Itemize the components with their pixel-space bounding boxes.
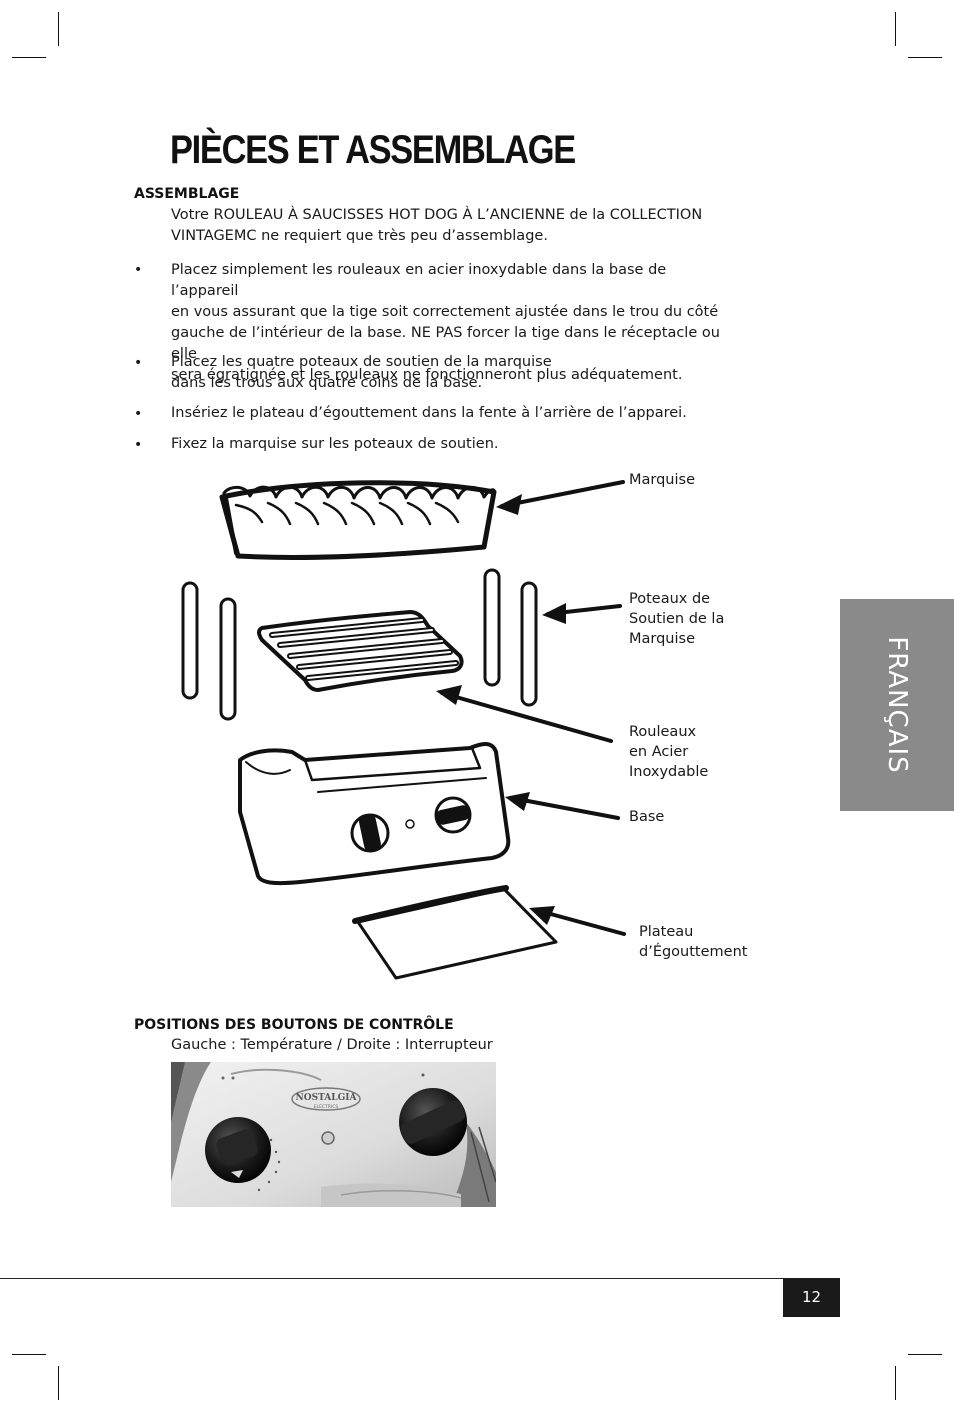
crop-mark xyxy=(895,12,896,46)
rollers-part xyxy=(257,610,464,692)
bullet-line: Insériez le plateau d’égouttement dans l… xyxy=(171,405,687,421)
bullet-line: sera égratignée et les rouleaux ne fonct… xyxy=(171,367,683,383)
crop-mark xyxy=(908,1354,942,1355)
label-marquise: Marquise xyxy=(629,472,696,488)
intro-line: Votre ROULEAU À SAUCISSES HOT DOG À L’AN… xyxy=(171,207,703,223)
bullet-line: Fixez la marquise sur les poteaux de sou… xyxy=(171,436,499,452)
base-part xyxy=(238,742,511,886)
intro-line: VINTAGEMC ne requiert que très peu d’ass… xyxy=(171,228,548,244)
photo-brand: NOSTALGIA xyxy=(296,1093,358,1103)
label-line: en Acier xyxy=(629,744,689,760)
crop-mark xyxy=(908,57,942,58)
bullet-line: dans les trous aux quatre coins de la ba… xyxy=(171,375,483,391)
crop-mark xyxy=(12,1354,46,1355)
footer-rule xyxy=(0,1278,840,1279)
bullet-mark: • xyxy=(134,355,143,371)
language-tab-label: FRANÇAIS xyxy=(882,636,912,774)
crop-mark xyxy=(58,1366,59,1400)
label-poteaux: Poteaux de Soutien de la Marquise xyxy=(629,589,724,649)
page-title: PIÈCES ET ASSEMBLAGE xyxy=(170,128,576,172)
label-line: Soutien de la xyxy=(629,611,725,627)
bullet-line: en vous assurant que la tige soit correc… xyxy=(171,304,719,320)
bullet-text: Fixez la marquise sur les poteaux de sou… xyxy=(171,434,731,455)
power-knob xyxy=(221,1073,467,1156)
support-poles xyxy=(181,568,538,721)
controls-heading: POSITIONS DES BOUTONS DE CONTRÔLE xyxy=(134,1017,454,1033)
bullet-line: Placez les quatre poteaux de soutien de … xyxy=(171,354,552,370)
control-knobs-photo: NOSTALGIA ELECTRICS xyxy=(171,1062,496,1207)
controls-caption: Gauche : Température / Droite : Interrup… xyxy=(171,1037,493,1053)
crop-mark xyxy=(58,12,59,46)
bullet-line: gauche de l’intérieur de la base. NE PAS… xyxy=(171,325,720,362)
assembly-heading: ASSEMBLAGE xyxy=(134,186,240,202)
label-plateau: Plateau d’Égouttement xyxy=(639,922,747,962)
drip-tray-part xyxy=(352,885,558,980)
crop-mark xyxy=(895,1366,896,1400)
page-number: 12 xyxy=(783,1278,840,1317)
label-rouleaux: Rouleaux en Acier Inoxydable xyxy=(629,722,708,782)
bullet-text: Insériez le plateau d’égouttement dans l… xyxy=(171,403,731,424)
assembly-intro: Votre ROULEAU À SAUCISSES HOT DOG À L’AN… xyxy=(171,205,731,247)
photo-brand-sub: ELECTRICS xyxy=(314,1104,339,1110)
exploded-assembly-diagram xyxy=(181,480,626,980)
label-base: Base xyxy=(629,809,665,825)
label-line: Marquise xyxy=(629,631,696,647)
crop-mark xyxy=(12,57,46,58)
bullet-mark: • xyxy=(134,262,143,278)
label-line: Rouleaux xyxy=(629,724,697,740)
label-line: Poteaux de xyxy=(629,591,711,607)
temperature-knob xyxy=(205,1117,281,1192)
bullet-mark: • xyxy=(134,437,143,453)
label-line: Inoxydable xyxy=(629,764,709,780)
bullet-text: Placez simplement les rouleaux en acier … xyxy=(171,260,731,386)
label-line: Plateau xyxy=(639,924,694,940)
bullet-text: Placez les quatre poteaux de soutien de … xyxy=(171,352,731,394)
language-tab: FRANÇAIS xyxy=(840,599,954,811)
bullet-mark: • xyxy=(134,406,143,422)
bullet-line: Placez simplement les rouleaux en acier … xyxy=(171,262,667,299)
label-line: d’Égouttement xyxy=(639,944,748,960)
marquise-part xyxy=(219,480,497,560)
